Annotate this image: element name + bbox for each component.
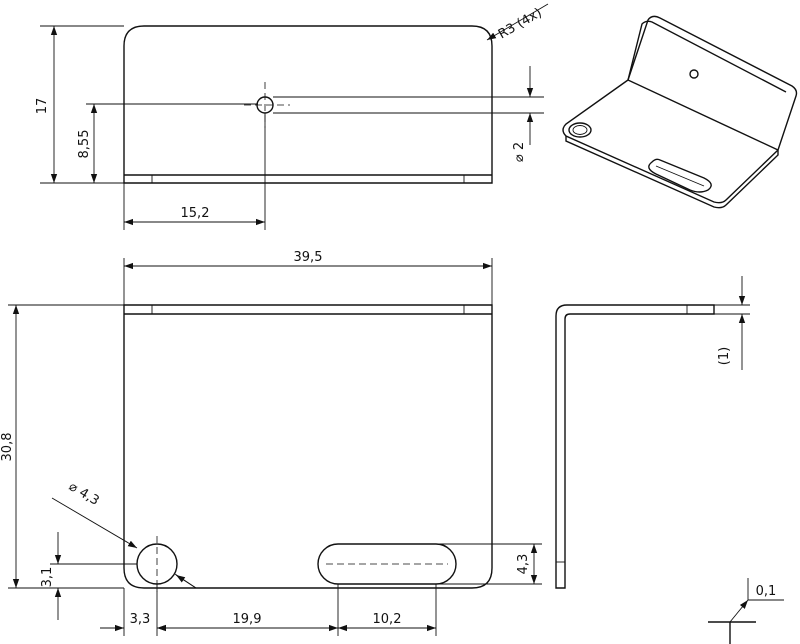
dim-33-label: 3,3 — [130, 612, 151, 627]
top-view — [123, 25, 493, 184]
flatness-label: 0,1 — [756, 584, 777, 599]
dim-height-17: 17 — [35, 25, 124, 184]
dim-308-label: 30,8 — [0, 433, 15, 462]
dim-102-label: 10,2 — [373, 612, 402, 627]
dim-17-label: 17 — [35, 98, 50, 115]
dim-855-label: 8,55 — [77, 130, 92, 159]
dim-thickness-label: (1) — [717, 347, 732, 365]
dim-thickness: (1) — [714, 276, 750, 370]
dim-199-label: 19,9 — [233, 612, 262, 627]
iso-slot — [648, 158, 712, 193]
dim-395-label: 39,5 — [294, 250, 323, 265]
front-view — [123, 304, 493, 592]
dim-31-label: 3,1 — [40, 567, 55, 588]
dim-width: 39,5 — [123, 250, 493, 305]
dim-dia43-label: ⌀ 4,3 — [66, 479, 102, 509]
side-view — [555, 304, 715, 589]
dim-slot-width: 4,3 — [436, 543, 542, 585]
dim-slot-43-label: 4,3 — [516, 554, 531, 575]
dim-hole-x: 15,2 — [123, 113, 266, 230]
radius-callout: R3 (4x) — [486, 3, 549, 43]
radius-label: R3 (4x) — [496, 6, 545, 43]
iso-hole-small — [689, 69, 699, 79]
dim-152-label: 15,2 — [181, 206, 210, 221]
dim-hole-height: 8,55 — [77, 103, 258, 183]
dim-bottom-chain: 3,3 19,9 10,2 — [100, 584, 437, 636]
dim-hole-y: 3,1 — [40, 532, 137, 620]
dim-dia2-label: ⌀ 2 — [512, 142, 527, 162]
dim-small-hole-dia: ⌀ 2 — [273, 66, 544, 162]
dim-front-height: 30,8 — [0, 304, 124, 589]
isometric-view — [562, 15, 798, 209]
iso-hole-large — [568, 122, 592, 138]
surface-symbol: 0,1 — [708, 578, 784, 644]
